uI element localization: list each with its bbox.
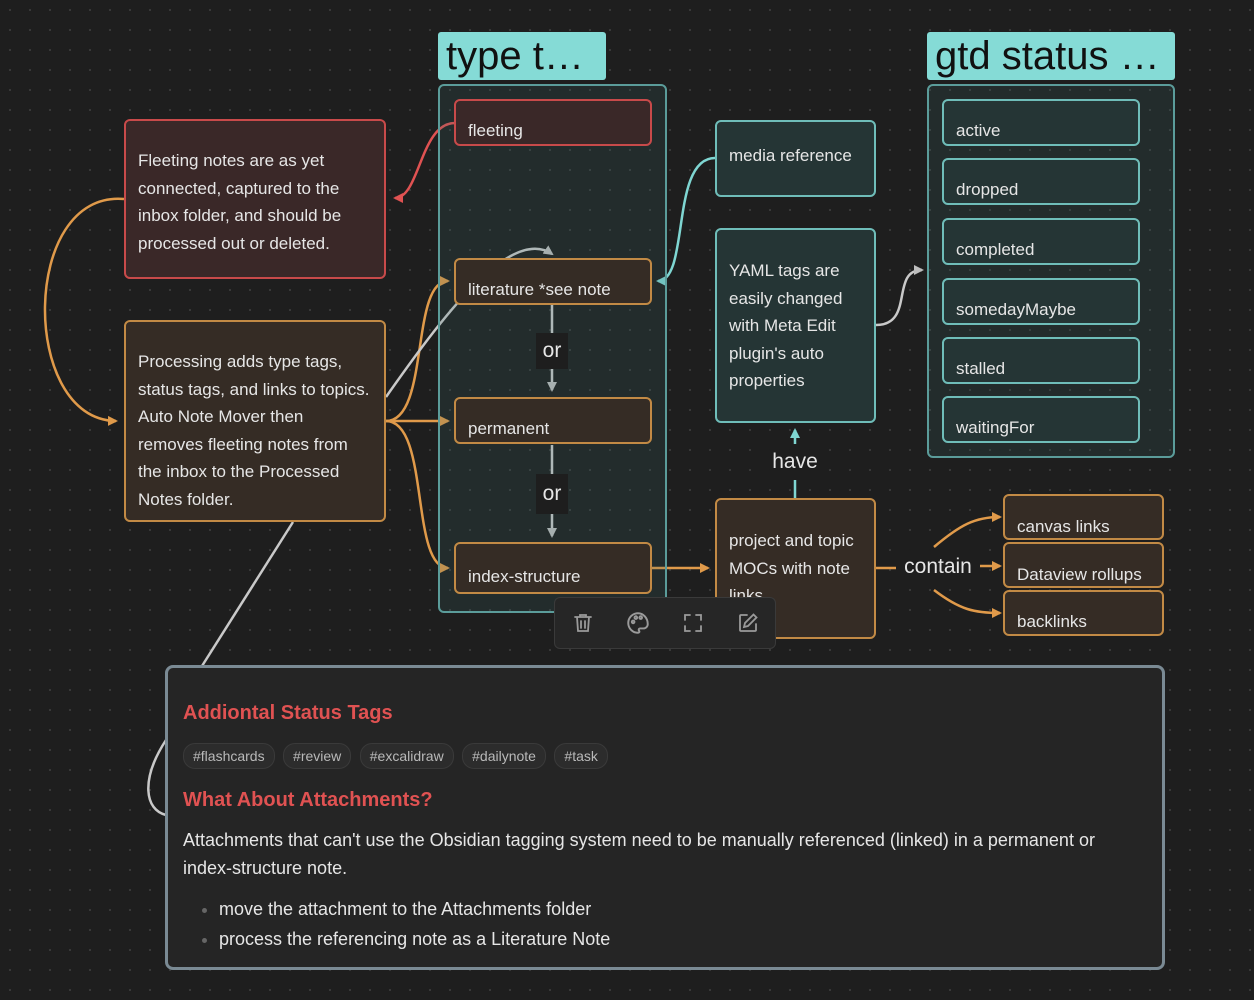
have-label: have <box>766 444 824 480</box>
status-tag-stalled[interactable]: stalled <box>942 337 1140 384</box>
zoom-to-fit-icon[interactable] <box>678 608 708 638</box>
note-bullet-list: move the attachment to the Attachments f… <box>183 894 1147 954</box>
backlinks-label: backlinks <box>1017 612 1087 631</box>
note-heading-attachments: What About Attachments? <box>183 789 433 811</box>
index-structure-tag-card[interactable]: index-structure <box>454 542 652 594</box>
contain-label: contain <box>898 549 978 585</box>
status-tag-somedaymaybe[interactable]: somedayMaybe <box>942 278 1140 325</box>
note-paragraph: Attachments that can't use the Obsidian … <box>183 830 1095 878</box>
edge-fleeting-note-to-processing <box>43 197 125 426</box>
edge-fleeting-to-note <box>393 121 456 203</box>
gtd-status-group[interactable] <box>927 84 1175 458</box>
tag-list: #flashcards #review #excalidraw #dailyno… <box>183 743 1147 769</box>
tag-pill[interactable]: #dailynote <box>462 743 546 769</box>
status-tag-waitingfor[interactable]: waitingFor <box>942 396 1140 443</box>
markdown-note-card[interactable]: Addiontal Status Tags #flashcards #revie… <box>165 665 1165 970</box>
media-reference-text: media reference <box>729 146 852 165</box>
status-tag-label: dropped <box>956 180 1019 199</box>
status-tag-label: completed <box>956 240 1035 259</box>
fleeting-tag-label: fleeting <box>468 121 523 140</box>
edge-note-card-left-curve <box>147 739 168 817</box>
or-label-1: or <box>536 333 568 369</box>
permanent-tag-card[interactable]: permanent <box>454 397 652 444</box>
type-tags-title[interactable]: type tags <box>438 32 606 80</box>
edge-contain-to-canvas <box>933 512 1002 548</box>
or-label-2: or <box>536 474 568 514</box>
backlinks-card[interactable]: backlinks <box>1003 590 1164 636</box>
note-heading-status-tags: Addiontal Status Tags <box>183 702 393 724</box>
edge-media-to-literature <box>656 156 716 286</box>
canvas-links-card[interactable]: canvas links <box>1003 494 1164 540</box>
edit-icon[interactable] <box>733 608 763 638</box>
status-tag-completed[interactable]: completed <box>942 218 1140 265</box>
fleeting-notes-card-text: Fleeting notes are as yet connected, cap… <box>138 151 342 253</box>
dataview-rollups-card[interactable]: Dataview rollups <box>1003 542 1164 588</box>
status-tag-label: waitingFor <box>956 418 1035 437</box>
gtd-status-title[interactable]: gtd status ta… <box>927 32 1175 80</box>
trash-icon[interactable] <box>568 608 598 638</box>
canvas-links-label: canvas links <box>1017 517 1110 536</box>
tag-pill[interactable]: #flashcards <box>183 743 275 769</box>
tag-pill[interactable]: #task <box>554 743 608 769</box>
literature-tag-card[interactable]: literature *see note <box>454 258 652 305</box>
status-tag-label: active <box>956 121 1001 140</box>
edge-processing-to-index <box>385 419 450 573</box>
yaml-tags-card[interactable]: YAML tags are easily changed with Meta E… <box>715 228 876 423</box>
node-toolbar <box>554 597 776 649</box>
literature-tag-label: literature *see note <box>468 280 611 299</box>
status-tag-dropped[interactable]: dropped <box>942 158 1140 205</box>
list-item: process the referencing note as a Litera… <box>219 924 1147 954</box>
status-tag-active[interactable]: active <box>942 99 1140 146</box>
edge-processing-to-note-card <box>200 521 295 667</box>
edge-yaml-to-gtd <box>875 265 924 327</box>
status-tag-label: stalled <box>956 359 1006 378</box>
tag-pill[interactable]: #review <box>283 743 352 769</box>
palette-icon[interactable] <box>623 608 653 638</box>
processing-card-text: Processing adds type tags, status tags, … <box>138 352 370 509</box>
media-reference-card[interactable]: media reference <box>715 120 876 197</box>
tag-pill[interactable]: #excalidraw <box>359 743 454 769</box>
index-structure-tag-label: index-structure <box>468 567 581 586</box>
processing-card[interactable]: Processing adds type tags, status tags, … <box>124 320 386 522</box>
yaml-tags-text: YAML tags are easily changed with Meta E… <box>729 261 843 390</box>
fleeting-tag-card[interactable]: fleeting <box>454 99 652 146</box>
fleeting-notes-card[interactable]: Fleeting notes are as yet connected, cap… <box>124 119 386 279</box>
project-mocs-text: project and topic MOCs with note links <box>729 531 854 605</box>
dataview-rollups-label: Dataview rollups <box>1017 565 1142 584</box>
status-tag-label: somedayMaybe <box>956 300 1077 319</box>
list-item: move the attachment to the Attachments f… <box>219 894 1147 924</box>
edge-contain-to-backlinks <box>933 589 1002 618</box>
permanent-tag-label: permanent <box>468 419 550 438</box>
